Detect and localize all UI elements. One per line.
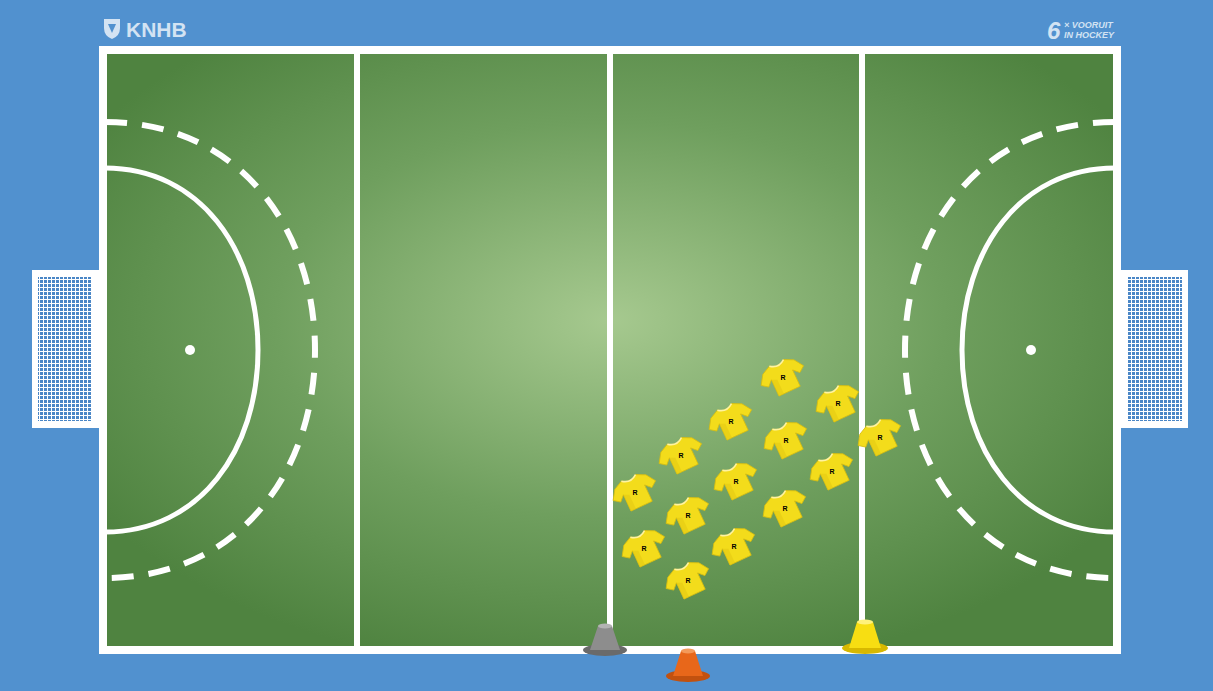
logo-number: 6: [1047, 19, 1060, 43]
shirt-letter: R: [829, 468, 834, 475]
shirt-letter: R: [731, 543, 736, 550]
player-shirt: [810, 379, 866, 427]
shirt-letter: R: [780, 374, 785, 381]
player-shirt: [660, 491, 716, 539]
shirt-letter: R: [783, 437, 788, 444]
cone: [842, 620, 888, 655]
player-shirt: [660, 556, 716, 604]
player-shirt: [706, 522, 762, 570]
cone: [666, 649, 710, 683]
shirt-letter: R: [728, 418, 733, 425]
logo-tagline: × VOORUIT: [1064, 21, 1113, 30]
player-shirt: [852, 413, 908, 461]
shirt-letter: R: [632, 489, 637, 496]
cone: [583, 624, 627, 657]
player-shirt: [703, 397, 759, 445]
shirt-letter: R: [835, 400, 840, 407]
player-shirt: [757, 484, 813, 532]
logo-tagline: IN HOCKEY: [1064, 31, 1114, 40]
shirt-letter: R: [641, 545, 646, 552]
logo-text: KNHB: [126, 19, 187, 40]
player-shirt: [708, 457, 764, 505]
shirt-letter: R: [877, 434, 882, 441]
shirt-letter: R: [782, 505, 787, 512]
player-shirt: [804, 447, 860, 495]
player-shirt: [755, 353, 811, 401]
player-shirt: [616, 524, 672, 572]
shirt-letter: R: [733, 478, 738, 485]
player-shirt: [758, 416, 814, 464]
shirt-letter: R: [685, 512, 690, 519]
player-shirt: [653, 431, 709, 479]
player-shirt: [607, 468, 663, 516]
shirt-letter: R: [678, 452, 683, 459]
shirt-letter: R: [685, 577, 690, 584]
